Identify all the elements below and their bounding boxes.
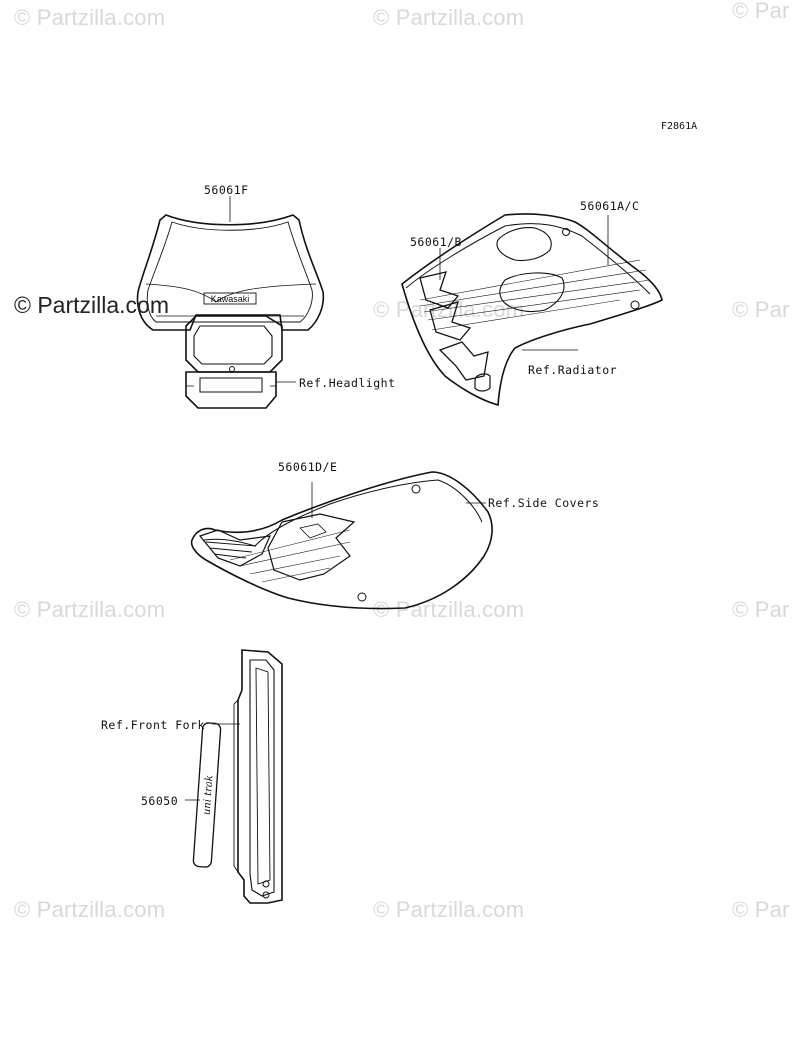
figure-code: F2861A — [661, 121, 698, 132]
part-number-56061-b[interactable]: 56061/B — [410, 235, 462, 249]
watermark: © Partzilla.com — [14, 597, 166, 622]
ref-radiator-label[interactable]: Ref.Radiator — [528, 363, 618, 377]
watermark: © Partzilla.com — [373, 597, 525, 622]
watermark: © Partzilla.com — [373, 897, 525, 922]
kawasaki-logo: Kawasaki — [211, 294, 250, 304]
watermark: © Par — [732, 0, 790, 23]
watermark: © Partzilla.com — [14, 5, 166, 30]
ref-side-covers-label[interactable]: Ref.Side Covers — [488, 496, 600, 510]
front-fork-decal: uni trak — [185, 649, 283, 904]
watermark: © Partzilla.com — [373, 5, 525, 30]
watermark: © Par — [732, 597, 790, 622]
side-cover-decal — [190, 471, 493, 610]
ref-headlight-label[interactable]: Ref.Headlight — [299, 376, 396, 390]
watermark: © Par — [732, 297, 790, 322]
part-number-56061f[interactable]: 56061F — [204, 183, 249, 197]
part-number-56061a-c[interactable]: 56061A/C — [580, 199, 640, 213]
number-plate-decal: Kawasaki — [136, 196, 325, 409]
ref-front-fork-label[interactable]: Ref.Front Fork — [101, 718, 205, 732]
watermark: © Par — [732, 897, 790, 922]
watermark: © Partzilla.com — [14, 897, 166, 922]
part-number-56061d-e[interactable]: 56061D/E — [278, 460, 338, 474]
radiator-shroud-decal — [401, 213, 663, 407]
fork-decal-script: uni trak — [202, 775, 216, 816]
part-number-56050[interactable]: 56050 — [141, 794, 179, 808]
partzilla-watermark: © Partzilla.com — [14, 292, 169, 318]
